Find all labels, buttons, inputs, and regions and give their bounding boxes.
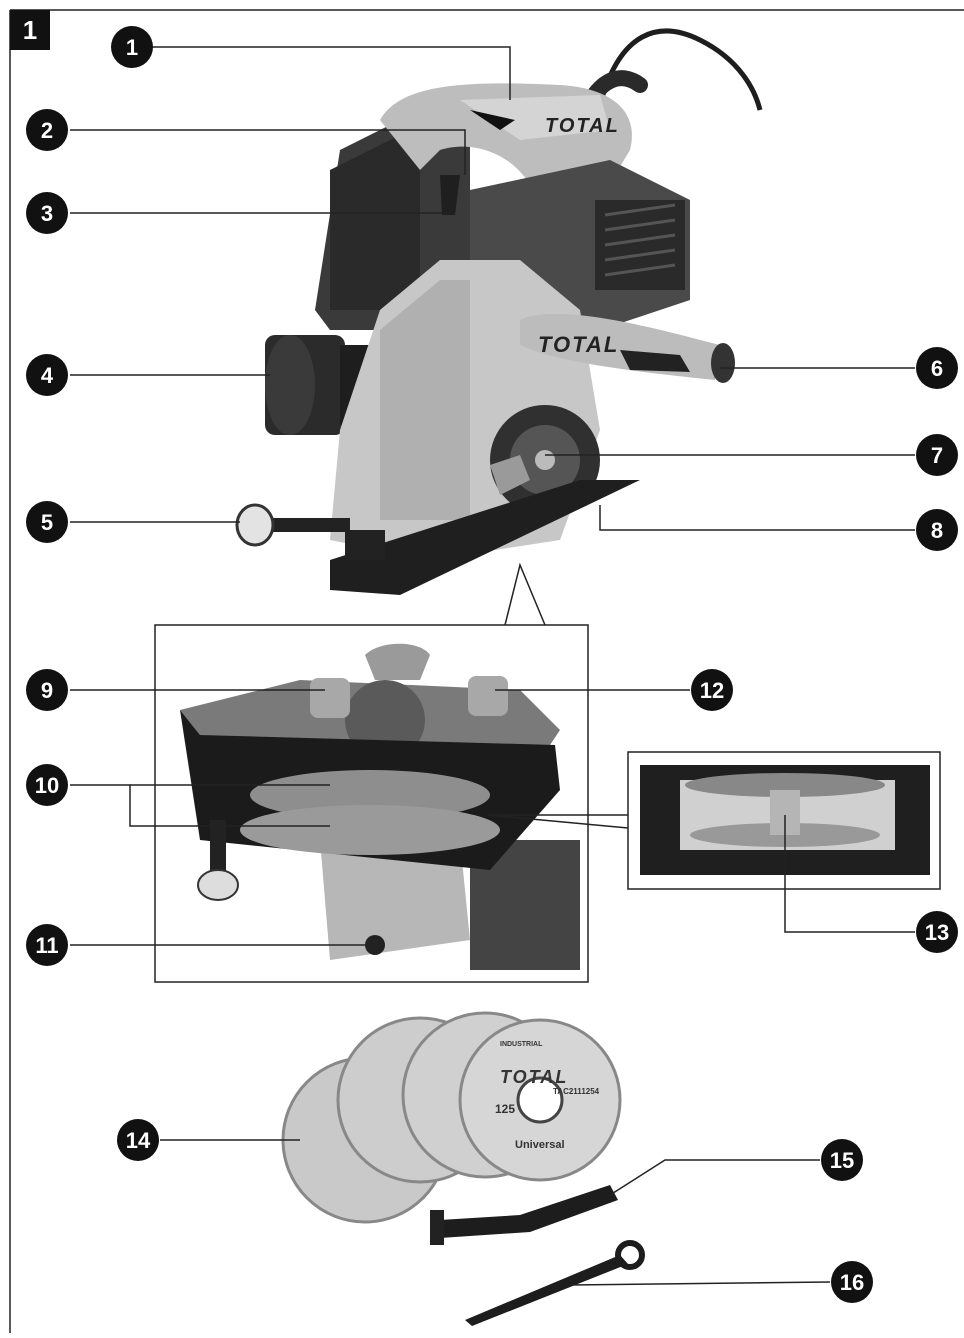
detail-knob-right — [468, 676, 508, 716]
figure-number: 1 — [10, 10, 50, 50]
handle-brand-text: TOTAL — [545, 115, 620, 137]
base-plate — [330, 480, 640, 595]
blade-guard-shade — [380, 280, 470, 520]
guide-roller — [235, 503, 275, 547]
guide-roller-rod — [270, 518, 350, 532]
spindle-nut — [535, 450, 555, 470]
detail-roller — [197, 869, 239, 901]
rear-housing-shade — [330, 135, 420, 310]
spacer-blade-upper — [685, 773, 885, 797]
detail-handle-knob — [365, 643, 430, 680]
diamond-blades-set: TOTAL INDUSTRIAL TAC2111254 125 Universa… — [281, 1011, 622, 1224]
blade-tagline-text: Universal — [515, 1139, 565, 1151]
detail-spindle-lock — [365, 935, 385, 955]
spanner-head — [615, 1240, 645, 1270]
vent-slots — [604, 203, 676, 277]
blade-brand-text: TOTAL — [500, 1067, 568, 1087]
detail-view-spacer — [487, 751, 941, 890]
roller-bracket — [345, 530, 385, 560]
blade-model-text: TAC2111254 — [553, 1087, 600, 1096]
handle-grip-top — [460, 95, 610, 140]
detail-blade-lower — [240, 805, 500, 855]
handle-grip-accent — [470, 110, 515, 130]
detail-view-blades — [154, 562, 589, 983]
blade-grade-text: INDUSTRIAL — [500, 1041, 543, 1048]
aux-handle-end — [711, 343, 735, 383]
spacer-pointer-bottom — [487, 814, 629, 829]
depth-knob — [490, 455, 530, 495]
aux-handle-grip — [620, 350, 690, 372]
detail-pointer — [504, 562, 546, 626]
chisel-tool — [440, 1185, 618, 1238]
blade-size-text: 125 — [495, 1102, 515, 1116]
wall-chaser-illustration: TOTAL TOTAL — [235, 28, 763, 595]
trigger-switch — [440, 175, 460, 215]
dust-port-opening — [265, 335, 315, 435]
leader-lines — [70, 46, 915, 1286]
chisel-guard — [430, 1210, 444, 1245]
detail-blade-upper — [250, 770, 490, 820]
detail-roller-rod — [210, 820, 226, 875]
detail-knob-left — [310, 678, 350, 718]
spanner-handle — [465, 1255, 628, 1326]
detail-motor-housing — [320, 840, 470, 960]
blade-4-arbor — [516, 1076, 564, 1124]
power-cord — [597, 28, 763, 111]
accessories — [430, 1185, 645, 1326]
aux-handle-brand-text: TOTAL — [538, 332, 619, 357]
